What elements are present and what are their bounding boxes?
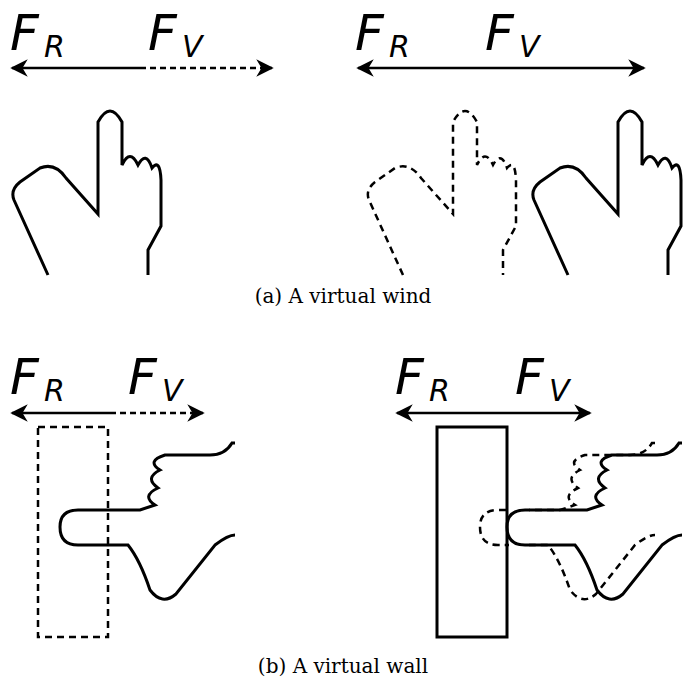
force-subscript: V bbox=[549, 376, 570, 406]
force-subscript: R bbox=[44, 376, 65, 406]
force-symbol: F bbox=[10, 352, 39, 402]
force-arrow bbox=[110, 412, 203, 415]
force-symbol: F bbox=[485, 8, 514, 58]
hand bbox=[533, 111, 681, 275]
force-arrow bbox=[140, 67, 272, 70]
force-arrow bbox=[358, 67, 644, 70]
force-symbol: F bbox=[128, 352, 157, 402]
force-subscript: R bbox=[44, 32, 65, 62]
force-symbol: F bbox=[148, 8, 177, 58]
force-symbol: F bbox=[395, 352, 424, 402]
force-subscript: V bbox=[519, 32, 540, 62]
hand bbox=[60, 443, 235, 599]
force-symbol: F bbox=[515, 352, 544, 402]
force-arrow bbox=[397, 412, 590, 415]
wall-ghost bbox=[38, 427, 108, 637]
wall bbox=[437, 427, 507, 637]
force-subscript: V bbox=[182, 32, 203, 62]
hand bbox=[13, 111, 161, 275]
force-subscript: R bbox=[389, 32, 410, 62]
force-symbol: F bbox=[10, 8, 39, 58]
force-subscript: V bbox=[162, 376, 183, 406]
force-symbol: F bbox=[355, 8, 384, 58]
hand bbox=[507, 443, 682, 599]
force-arrow bbox=[12, 412, 110, 415]
hand-ghost bbox=[368, 111, 516, 275]
force-arrow bbox=[12, 67, 140, 70]
caption: (a) A virtual wind bbox=[0, 286, 686, 306]
force-subscript: R bbox=[429, 376, 450, 406]
caption: (b) A virtual wall bbox=[0, 656, 686, 676]
